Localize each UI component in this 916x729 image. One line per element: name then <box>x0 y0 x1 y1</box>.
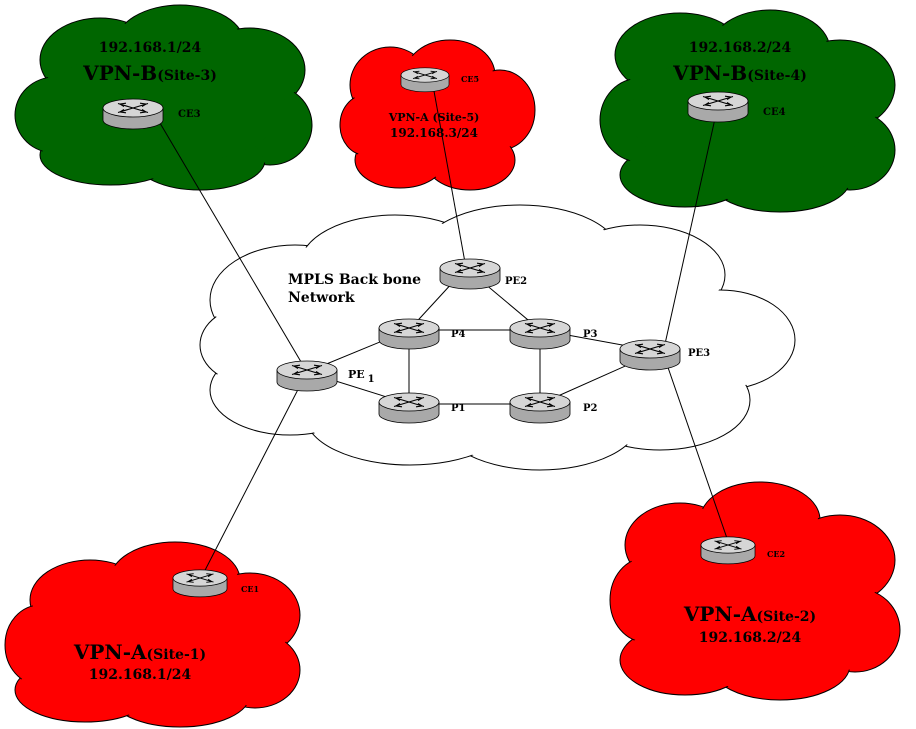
router-pe2 <box>439 258 501 290</box>
label-p3: P3 <box>583 329 598 340</box>
site1-subnet: 192.168.1/24 <box>89 667 192 683</box>
router-icon <box>687 91 749 123</box>
label-pe2: PE2 <box>505 276 527 287</box>
site2-subnet: 192.168.2/24 <box>699 630 802 646</box>
router-ce4 <box>687 91 749 123</box>
router-icon <box>378 392 440 424</box>
label-p4: P4 <box>451 329 466 340</box>
backbone-title-line1: MPLS Back bone <box>288 272 421 288</box>
label-ce3: CE3 <box>178 109 201 120</box>
vpn-b-site-3-cloud <box>14 4 313 191</box>
vpn-a-site-2-cloud <box>609 481 901 701</box>
router-icon <box>509 318 571 350</box>
router-icon <box>400 67 450 93</box>
vpn-a-site-1-cloud <box>4 541 301 728</box>
link-ce4-pe3 <box>662 104 719 354</box>
label-ce5: CE5 <box>461 74 479 84</box>
router-p2 <box>509 392 571 424</box>
label-p2: P2 <box>583 403 598 414</box>
router-pe3 <box>619 339 681 371</box>
backbone-title-line2: Network <box>288 290 355 306</box>
router-p1 <box>378 392 440 424</box>
link-pe3-ce2 <box>662 352 731 548</box>
link-ce5-pe2 <box>431 79 467 269</box>
router-p3 <box>509 318 571 350</box>
site2-vpn: VPN-A(Site-2) <box>683 602 816 626</box>
label-ce2: CE2 <box>767 549 785 559</box>
site5-vpn: VPN-A (Site-5) <box>388 111 480 124</box>
router-icon <box>439 258 501 290</box>
label-p1: P1 <box>451 403 465 414</box>
router-icon <box>276 360 338 392</box>
router-icon <box>700 536 756 565</box>
site4-vpn: VPN-B(Site-4) <box>672 61 807 85</box>
router-icon <box>509 392 571 424</box>
link-pe1-ce1 <box>199 371 308 581</box>
vpn-b-site-4-cloud <box>599 9 896 213</box>
router-p4 <box>378 318 440 350</box>
router-pe1 <box>276 360 338 392</box>
site3-vpn: VPN-B(Site-3) <box>82 61 217 85</box>
label-ce1: CE1 <box>241 584 259 594</box>
router-ce1 <box>172 569 228 598</box>
link-ce3-pe1 <box>156 117 308 373</box>
router-icon <box>619 339 681 371</box>
site1-vpn: VPN-A(Site-1) <box>73 640 206 664</box>
mpls-backbone-fill <box>202 207 793 468</box>
router-icon <box>172 569 228 598</box>
router-ce3 <box>102 98 164 130</box>
vpn-a-site-5-cloud <box>339 39 536 191</box>
site4-subnet: 192.168.2/24 <box>689 40 792 56</box>
router-icon <box>102 98 164 130</box>
router-ce5 <box>400 67 450 93</box>
label-pe1-subscript: 1 <box>368 374 375 385</box>
label-ce4: CE4 <box>763 107 786 118</box>
label-pe3: PE3 <box>688 348 710 359</box>
site3-subnet: 192.168.1/24 <box>99 40 202 56</box>
router-icon <box>378 318 440 350</box>
router-ce2 <box>700 536 756 565</box>
site5-subnet: 192.168.3/24 <box>390 126 478 140</box>
